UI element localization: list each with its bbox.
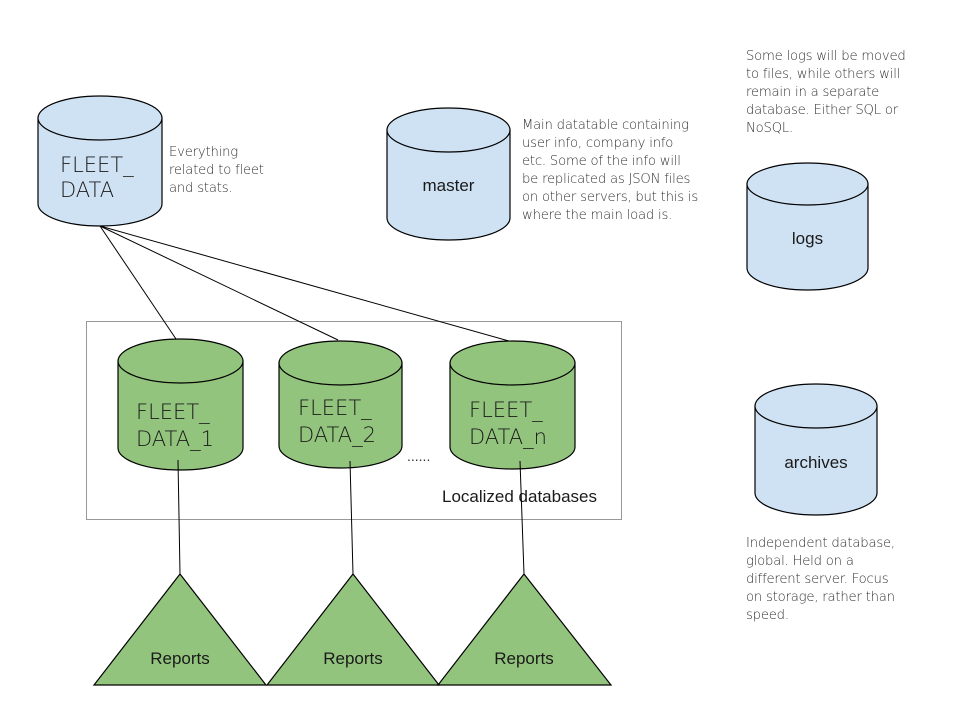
master-database: master	[386, 107, 511, 241]
fleet-data-n-label-line1: FLEET_	[469, 398, 543, 422]
reports-1: Reports	[92, 573, 268, 686]
fleet-data-1-label-line2: DATA_1	[136, 427, 214, 451]
fleet-data-label-line1: FLEET_	[60, 153, 134, 177]
reports-2-label: Reports	[323, 649, 383, 668]
localized-databases-group	[86, 321, 622, 520]
reports-3-label: Reports	[494, 649, 554, 668]
logs-note: Some logs will be moved to files, while …	[746, 49, 906, 136]
fleet-data-database: FLEET_ DATA	[37, 95, 163, 227]
connector-data1-to-reports	[177, 459, 181, 575]
archives-label: archives	[784, 453, 847, 472]
fleet-data-n-label-line2: DATA_n	[469, 425, 547, 449]
fleet-data-1-label-line1: FLEET_	[136, 400, 210, 424]
connector-datan-to-reports	[519, 460, 525, 575]
connector-data2-to-reports	[349, 460, 354, 575]
connector-fleet-to-data2	[99, 225, 339, 341]
fleet-data-2-database: FLEET_ DATA_2	[278, 340, 403, 469]
archives-note: Independent database, global. Held on a …	[746, 536, 895, 623]
reports-3: Reports	[436, 573, 613, 686]
reports-1-label: Reports	[150, 649, 210, 668]
fleet-data-1-database: FLEET_ DATA_1	[117, 338, 244, 471]
logs-label: logs	[792, 229, 823, 248]
reports-2: Reports	[265, 573, 441, 686]
fleet-data-2-label-line2: DATA_2	[298, 423, 376, 447]
connector-fleet-to-datan	[99, 225, 510, 342]
localized-databases-label: Localized databases	[442, 487, 597, 506]
connector-fleet-to-data1	[99, 225, 177, 340]
fleet-data-label-line2: DATA	[60, 178, 114, 202]
archives-database: archives	[754, 383, 878, 516]
fleet-data-n-database: FLEET_ DATA_n	[449, 340, 576, 470]
ellipsis-more-databases: ......	[407, 448, 430, 464]
master-label: master	[423, 176, 475, 195]
logs-database: logs	[746, 162, 869, 291]
fleet-data-2-label-line1: FLEET_	[298, 396, 372, 420]
fleet-data-note: Everything related to fleet and stats.	[169, 145, 264, 196]
master-note: Main datatable containing user info, com…	[522, 118, 699, 223]
